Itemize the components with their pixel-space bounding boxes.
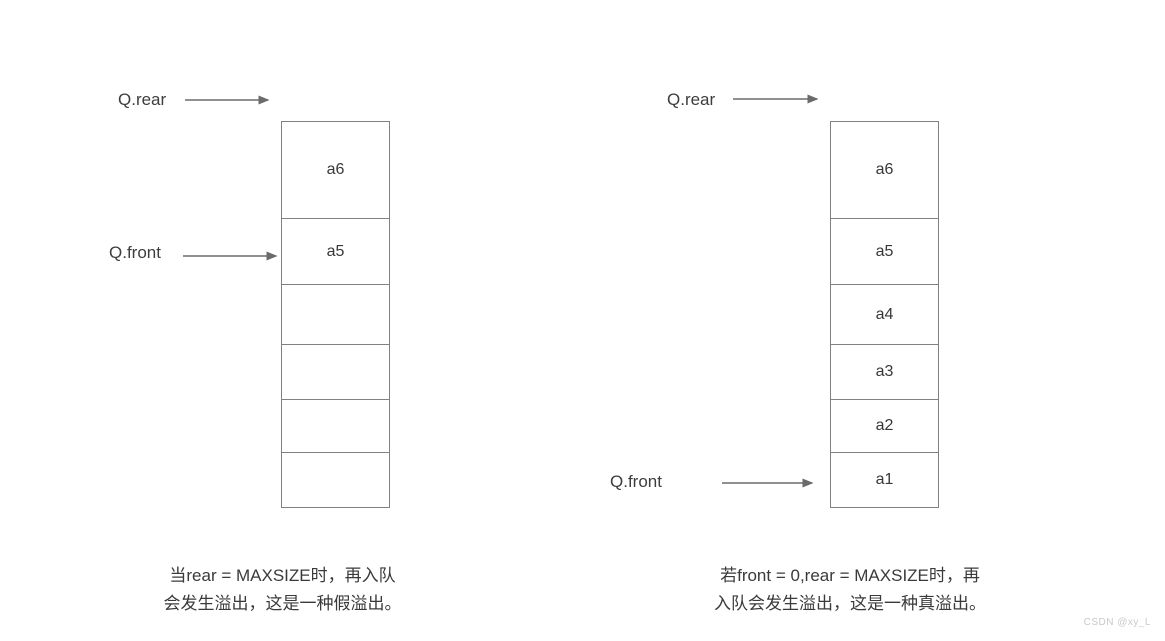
queue-cell: a5 — [831, 219, 938, 285]
queue-cell — [282, 345, 389, 400]
right-caption: 若front = 0,rear = MAXSIZE时，再 入队会发生溢出，这是一… — [655, 562, 1045, 618]
queue-stack-left: a6 a5 — [281, 121, 390, 508]
left-rear-pointer-label: Q.rear — [118, 90, 167, 109]
left-front-pointer-label: Q.front — [109, 243, 161, 262]
cell-label: a5 — [875, 242, 894, 260]
queue-cell: a3 — [831, 345, 938, 400]
left-caption: 当rear = MAXSIZE时，再入队 会发生溢出，这是一种假溢出。 — [95, 562, 470, 618]
right-caption-line2: 入队会发生溢出，这是一种真溢出。 — [714, 594, 986, 613]
queue-cell — [282, 285, 389, 345]
cell-label: a1 — [875, 471, 894, 488]
queue-cell: a6 — [282, 122, 389, 219]
cell-label: a4 — [875, 305, 894, 323]
right-caption-line1: 若front = 0,rear = MAXSIZE时，再 — [720, 566, 980, 585]
cell-label: a5 — [326, 242, 345, 260]
queue-cell: a1 — [831, 453, 938, 507]
queue-cell: a6 — [831, 122, 938, 219]
right-front-pointer-label: Q.front — [610, 472, 662, 491]
csdn-watermark: CSDN @xy_L — [1083, 617, 1151, 628]
queue-cell — [282, 453, 389, 507]
cell-label: a3 — [875, 363, 894, 380]
queue-cell: a2 — [831, 400, 938, 453]
queue-stack-right: a6 a5 a4 a3 a2 a1 — [830, 121, 939, 508]
cell-label: a2 — [875, 417, 894, 434]
left-caption-line2: 会发生溢出，这是一种假溢出。 — [163, 594, 402, 613]
right-rear-pointer-label: Q.rear — [667, 90, 716, 109]
queue-cell: a5 — [282, 219, 389, 285]
cell-label: a6 — [875, 161, 894, 178]
cell-label: a6 — [326, 161, 345, 178]
queue-cell: a4 — [831, 285, 938, 345]
queue-cell — [282, 400, 389, 453]
left-caption-line1: 当rear = MAXSIZE时，再入队 — [169, 566, 396, 585]
